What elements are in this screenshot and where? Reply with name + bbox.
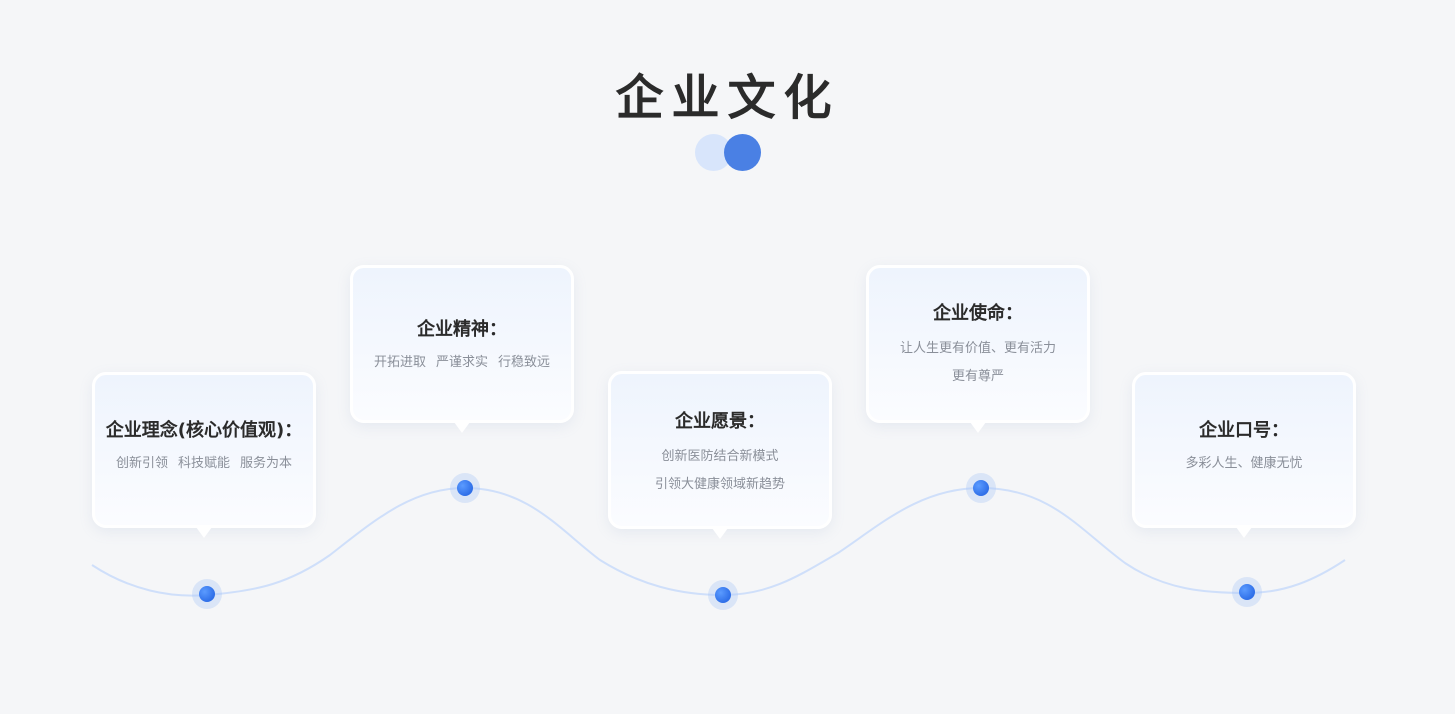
title-decoration (695, 134, 765, 172)
card-spirit: 企业精神： 开拓进取严谨求实行稳致远 (350, 265, 574, 433)
timeline-node (966, 473, 996, 503)
card-line: 让人生更有价值、更有活力 (899, 341, 1056, 356)
card-title: 企业口号： (1199, 420, 1289, 441)
card-line: 开拓进取严谨求实行稳致远 (353, 349, 571, 377)
card-slogan: 企业口号： 多彩人生、健康无忧 (1132, 372, 1356, 538)
card-text: 行稳致远 (498, 355, 551, 370)
card-title: 企业使命： (933, 303, 1023, 324)
card-line: 创新引领科技赋能服务为本 (95, 450, 313, 478)
card-title: 企业精神： (417, 319, 507, 340)
card-text: 服务为本 (240, 456, 293, 471)
card-title: 企业理念(核心价值观)： (105, 420, 303, 441)
card-text: 开拓进取 (373, 355, 426, 370)
card-line: 多彩人生、健康无忧 (1185, 456, 1303, 471)
card-title: 企业愿景： (675, 411, 765, 432)
card-philosophy: 企业理念(核心价值观)： 创新引领科技赋能服务为本 (92, 372, 316, 538)
card-line: 引领大健康领域新趋势 (654, 477, 785, 492)
card-vision: 企业愿景： 创新医防结合新模式 引领大健康领域新趋势 (608, 371, 832, 539)
card-line: 更有尊严 (951, 369, 1004, 384)
card-text: 严谨求实 (435, 355, 488, 370)
decor-dot-dark (724, 134, 761, 171)
card-line: 创新医防结合新模式 (661, 449, 779, 464)
timeline-node (1232, 577, 1262, 607)
timeline-node (192, 579, 222, 609)
card-text: 创新引领 (115, 456, 168, 471)
timeline-node (450, 473, 480, 503)
page-title: 企业文化 (615, 70, 840, 126)
card-text: 科技赋能 (177, 456, 230, 471)
timeline-node (708, 580, 738, 610)
card-mission: 企业使命： 让人生更有价值、更有活力 更有尊严 (866, 265, 1090, 433)
